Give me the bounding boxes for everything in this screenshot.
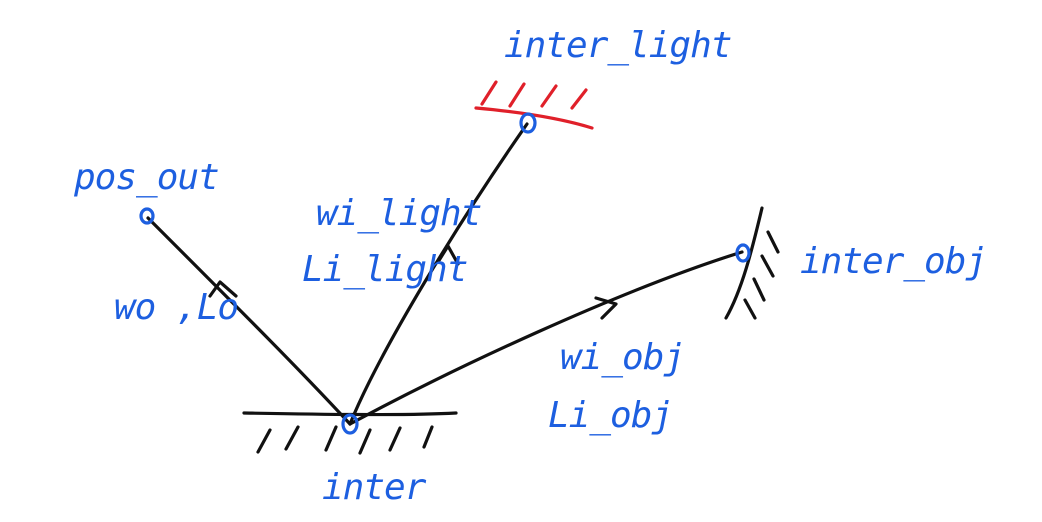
outgoing-ray-label: wo ,Lo bbox=[114, 287, 239, 328]
pos-out-point bbox=[139, 207, 155, 225]
inter-label: inter bbox=[322, 467, 426, 508]
outgoing-ray bbox=[146, 216, 352, 426]
inter-light-point bbox=[519, 112, 537, 134]
light-radiance-label: Li_light bbox=[302, 249, 468, 290]
light-ray-arrowhead bbox=[436, 244, 460, 266]
inter-obj-label: inter_obj bbox=[800, 241, 987, 282]
inter-point bbox=[341, 413, 359, 435]
object-direction-label: wi_obj bbox=[560, 337, 685, 378]
object-ray bbox=[348, 250, 744, 426]
light-direction-label: wi_light bbox=[316, 193, 482, 234]
outgoing-ray-arrowhead bbox=[208, 280, 238, 298]
inter-obj-point bbox=[735, 243, 751, 263]
object-ray-arrowhead bbox=[594, 296, 618, 320]
object-surface bbox=[724, 206, 780, 320]
pos-out-label: pos_out bbox=[74, 157, 220, 198]
object-radiance-label: Li_obj bbox=[548, 395, 673, 436]
light-ray bbox=[348, 122, 529, 426]
inter-light-label: inter_light bbox=[504, 25, 732, 66]
light-surface bbox=[474, 80, 594, 130]
